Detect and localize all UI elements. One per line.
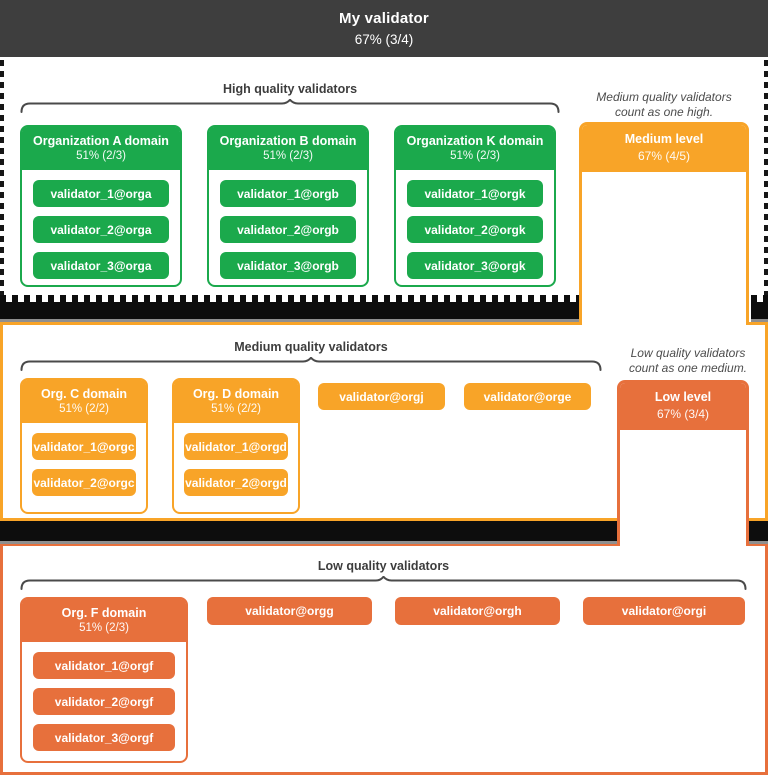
- low-section-title: Low quality validators: [317, 559, 450, 573]
- org-name: Org. C domain: [40, 387, 128, 401]
- comb-bar: [751, 302, 768, 319]
- org-header: Organization A domain 51% (2/3): [22, 127, 180, 170]
- high-section-title: High quality validators: [222, 82, 358, 96]
- validator-pill: validator_1@orgk: [407, 180, 543, 207]
- comb-shadow: [751, 319, 768, 322]
- org-header: Organization K domain 51% (2/3): [396, 127, 554, 170]
- org-name: Organization B domain: [219, 134, 357, 148]
- transition-bar-2-left: [0, 521, 617, 544]
- validator-pill: validator_1@orgf: [33, 652, 175, 679]
- validator-pill-orgi: validator@orgi: [583, 597, 745, 625]
- validator-pill-orgg: validator@orgg: [207, 597, 372, 625]
- validator-pill: validator_1@orgd: [184, 433, 288, 460]
- org-box-f: Org. F domain 51% (2/3) validator_1@orgf…: [20, 597, 188, 763]
- org-body: validator_1@orgk validator_2@orgk valida…: [396, 170, 554, 289]
- validator-pill: validator_3@orga: [33, 252, 169, 279]
- org-stat: 51% (2/3): [450, 150, 500, 162]
- org-body: validator_1@orgf validator_2@orgf valida…: [22, 642, 186, 761]
- high-brace: [20, 99, 560, 113]
- org-header: Org. C domain 51% (2/2): [22, 380, 146, 423]
- validator-pill-orgh: validator@orgh: [395, 597, 560, 625]
- banner-title: My validator: [339, 10, 429, 27]
- transition-bar-2-right: [749, 521, 768, 544]
- low-brace: [20, 576, 747, 590]
- org-name: Org. F domain: [61, 606, 147, 620]
- note-line: Medium quality validators: [596, 90, 732, 104]
- validator-pill: validator_2@orgk: [407, 216, 543, 243]
- note-line: count as one medium.: [628, 361, 748, 375]
- org-header: Org. D domain 51% (2/2): [174, 380, 298, 423]
- validator-pill: validator_3@orgk: [407, 252, 543, 279]
- medium-level-header: Medium level 67% (4/5): [582, 125, 746, 172]
- validator-pill: validator_3@orgf: [33, 724, 175, 751]
- validator-pill-orgj: validator@orgj: [318, 383, 445, 410]
- org-name: Org. D domain: [192, 387, 280, 401]
- high-section-dashed-border-right: [764, 60, 768, 302]
- validator-pill: validator_1@orgc: [32, 433, 136, 460]
- high-section-dashed-border-left: [0, 60, 4, 302]
- validator-pill: validator_2@orgc: [32, 469, 136, 496]
- validator-pill: validator_2@orga: [33, 216, 169, 243]
- org-header: Organization B domain 51% (2/3): [209, 127, 367, 170]
- org-box-k: Organization K domain 51% (2/3) validato…: [394, 125, 556, 287]
- low-count-note: Low quality validators count as one medi…: [605, 346, 768, 376]
- org-box-a: Organization A domain 51% (2/3) validato…: [20, 125, 182, 287]
- org-box-d: Org. D domain 51% (2/2) validator_1@orgd…: [172, 378, 300, 514]
- org-stat: 51% (2/3): [263, 150, 313, 162]
- level-name: Low level: [654, 390, 712, 404]
- org-stat: 51% (2/2): [211, 403, 261, 415]
- org-box-c: Org. C domain 51% (2/2) validator_1@orgc…: [20, 378, 148, 514]
- org-box-b: Organization B domain 51% (2/3) validato…: [207, 125, 369, 287]
- transition-comb-1-right: [751, 295, 768, 322]
- comb-teeth: [751, 295, 768, 302]
- validator-pill: validator_3@orgb: [220, 252, 356, 279]
- org-header: Org. F domain 51% (2/3): [22, 599, 186, 642]
- org-name: Organization A domain: [33, 134, 169, 148]
- medium-level-column: Medium level 67% (4/5): [579, 122, 749, 325]
- org-stat: 51% (2/2): [59, 403, 109, 415]
- comb-teeth: [0, 295, 579, 302]
- validator-pill-orge: validator@orge: [464, 383, 591, 410]
- org-body: validator_1@orgc validator_2@orgc: [22, 423, 146, 506]
- org-name: Organization K domain: [406, 134, 544, 148]
- transition-comb-1-left: [0, 295, 579, 322]
- org-body: validator_1@orgb validator_2@orgb valida…: [209, 170, 367, 289]
- level-name: Medium level: [624, 132, 704, 146]
- note-line: count as one high.: [614, 105, 714, 119]
- my-validator-banner: My validator 67% (3/4): [0, 0, 768, 57]
- low-level-column: Low level 67% (3/4): [617, 380, 749, 546]
- org-body: validator_1@orgd validator_2@orgd: [174, 423, 298, 506]
- validator-pill: validator_2@orgf: [33, 688, 175, 715]
- comb-shadow: [749, 541, 768, 544]
- low-level-header: Low level 67% (3/4): [620, 383, 746, 430]
- medium-count-note: Medium quality validators count as one h…: [579, 90, 749, 120]
- comb-bar: [0, 521, 617, 541]
- banner-stat: 67% (3/4): [354, 32, 414, 47]
- comb-bar: [0, 302, 579, 319]
- level-stat: 67% (4/5): [637, 149, 691, 163]
- comb-shadow: [0, 319, 579, 322]
- validator-pill: validator_2@orgd: [184, 469, 288, 496]
- level-stat: 67% (3/4): [656, 407, 710, 421]
- low-section-frame: [0, 543, 768, 775]
- org-body: validator_1@orga validator_2@orga valida…: [22, 170, 180, 289]
- comb-shadow: [0, 541, 617, 544]
- medium-section-title: Medium quality validators: [234, 340, 388, 354]
- medium-brace: [20, 357, 602, 371]
- org-stat: 51% (2/3): [76, 150, 126, 162]
- validator-pill: validator_2@orgb: [220, 216, 356, 243]
- validator-pill: validator_1@orgb: [220, 180, 356, 207]
- validator-pill: validator_1@orga: [33, 180, 169, 207]
- org-stat: 51% (2/3): [79, 622, 129, 634]
- medium-section-frame: [0, 322, 768, 521]
- note-line: Low quality validators: [630, 346, 746, 360]
- comb-bar: [749, 521, 768, 541]
